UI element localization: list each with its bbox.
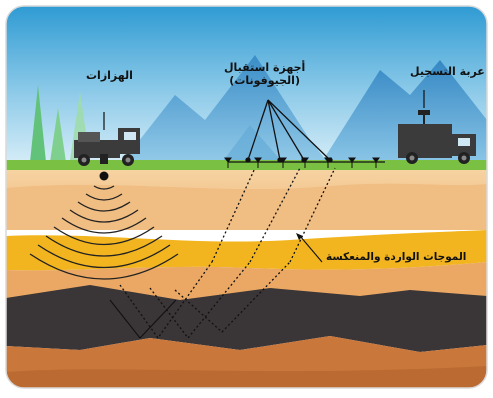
tree-icon (30, 85, 46, 162)
dark-rock-layer (6, 285, 487, 352)
recording-truck-icon (398, 90, 476, 164)
receivers-label-line2: (الجيوفونات) (229, 73, 300, 87)
vibrators-label: الهزازات (86, 69, 133, 82)
vibrator-truck-icon (74, 112, 140, 166)
receivers-pointers (245, 99, 333, 163)
waves-label: الموجات الواردة والمنعكسة (326, 251, 467, 263)
waves-pointer (299, 235, 323, 263)
soil-layer-mid (6, 183, 487, 230)
receivers-label-line1: أجهزة استقبال (224, 61, 306, 74)
frame-border (5, 5, 488, 389)
yellow-layer (6, 230, 487, 271)
wavefront-arcs (29, 185, 179, 280)
receivers-label: أجهزة استقبال (الجيوفونات) (224, 61, 306, 87)
recording-truck-label: عربة التسجيل (410, 65, 485, 78)
mountain-left (120, 55, 330, 165)
incident-rays (109, 299, 177, 339)
soil-layer-lower (6, 262, 487, 300)
source-point (99, 171, 109, 181)
ground-surface (6, 160, 487, 170)
tree-icon (50, 108, 66, 162)
reflected-rays (119, 167, 336, 340)
